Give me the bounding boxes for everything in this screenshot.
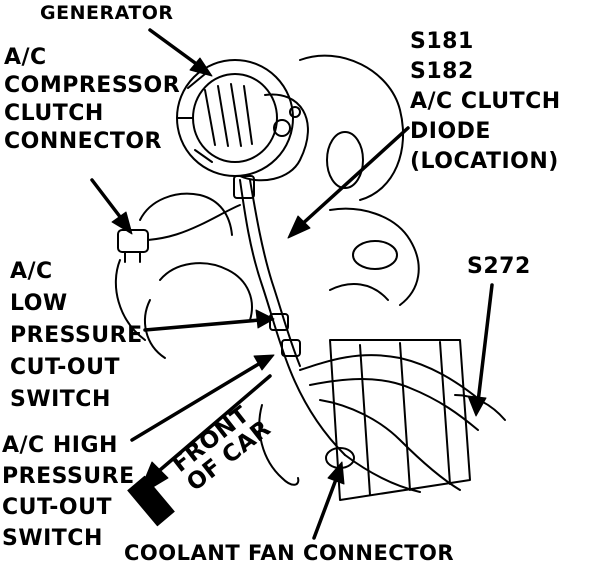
label-line: A/C bbox=[4, 45, 47, 70]
arrow-generator bbox=[148, 28, 213, 77]
arrow-s272 bbox=[467, 283, 494, 417]
ac-clutch-diode-label: S181 S182 A/C CLUTCH DIODE (LOCATION) bbox=[410, 27, 561, 177]
arrow-clutch-diode bbox=[287, 126, 410, 239]
arrow-front-of-car bbox=[127, 374, 272, 527]
label-line: S182 bbox=[410, 59, 474, 84]
label-line: SWITCH bbox=[2, 526, 103, 551]
generator-label-text: GENERATOR bbox=[40, 2, 174, 24]
label-line: CUT-OUT bbox=[2, 495, 112, 520]
arrow-high-pressure-switch bbox=[130, 354, 275, 442]
label-line: CONNECTOR bbox=[4, 129, 162, 154]
label-line: PRESSURE bbox=[10, 323, 143, 348]
coolant-fan-connector-label: COOLANT FAN CONNECTOR bbox=[124, 540, 454, 567]
ac-low-pressure-cutout-switch-label: A/C LOW PRESSURE CUT-OUT SWITCH bbox=[10, 256, 143, 416]
ac-compressor-clutch-connector-label: A/C COMPRESSOR CLUTCH CONNECTOR bbox=[4, 44, 180, 156]
label-line: S181 bbox=[410, 29, 474, 54]
arrow-coolant-fan-connector bbox=[312, 461, 345, 540]
label-line: CUT-OUT bbox=[10, 355, 120, 380]
wiring-harness-drawing bbox=[233, 175, 481, 493]
label-line: SWITCH bbox=[10, 387, 111, 412]
arrow-compressor-connector bbox=[90, 178, 133, 235]
s272-label-text: S272 bbox=[467, 254, 531, 279]
label-line: PRESSURE bbox=[2, 464, 135, 489]
label-line: A/C bbox=[10, 259, 53, 284]
label-line: A/C CLUTCH bbox=[410, 89, 561, 114]
label-line: COMPRESSOR bbox=[4, 73, 181, 98]
generator-drawing bbox=[176, 59, 309, 182]
label-line: A/C HIGH bbox=[2, 433, 118, 458]
label-line: LOW bbox=[10, 291, 68, 316]
label-line: DIODE bbox=[410, 119, 491, 144]
s272-label: S272 bbox=[467, 253, 531, 280]
label-line: CLUTCH bbox=[4, 101, 104, 126]
coolant-fan-connector-label-text: COOLANT FAN CONNECTOR bbox=[124, 541, 455, 565]
fan-area-drawing bbox=[325, 339, 506, 501]
ac-high-pressure-cutout-switch-label: A/C HIGH PRESSURE CUT-OUT SWITCH bbox=[2, 430, 135, 554]
compressor-connector-drawing bbox=[117, 204, 241, 263]
engine-block-drawing bbox=[114, 54, 420, 359]
arrow-low-pressure-switch bbox=[143, 309, 275, 332]
label-line: (LOCATION) bbox=[410, 149, 559, 174]
generator-label: GENERATOR bbox=[40, 0, 174, 27]
